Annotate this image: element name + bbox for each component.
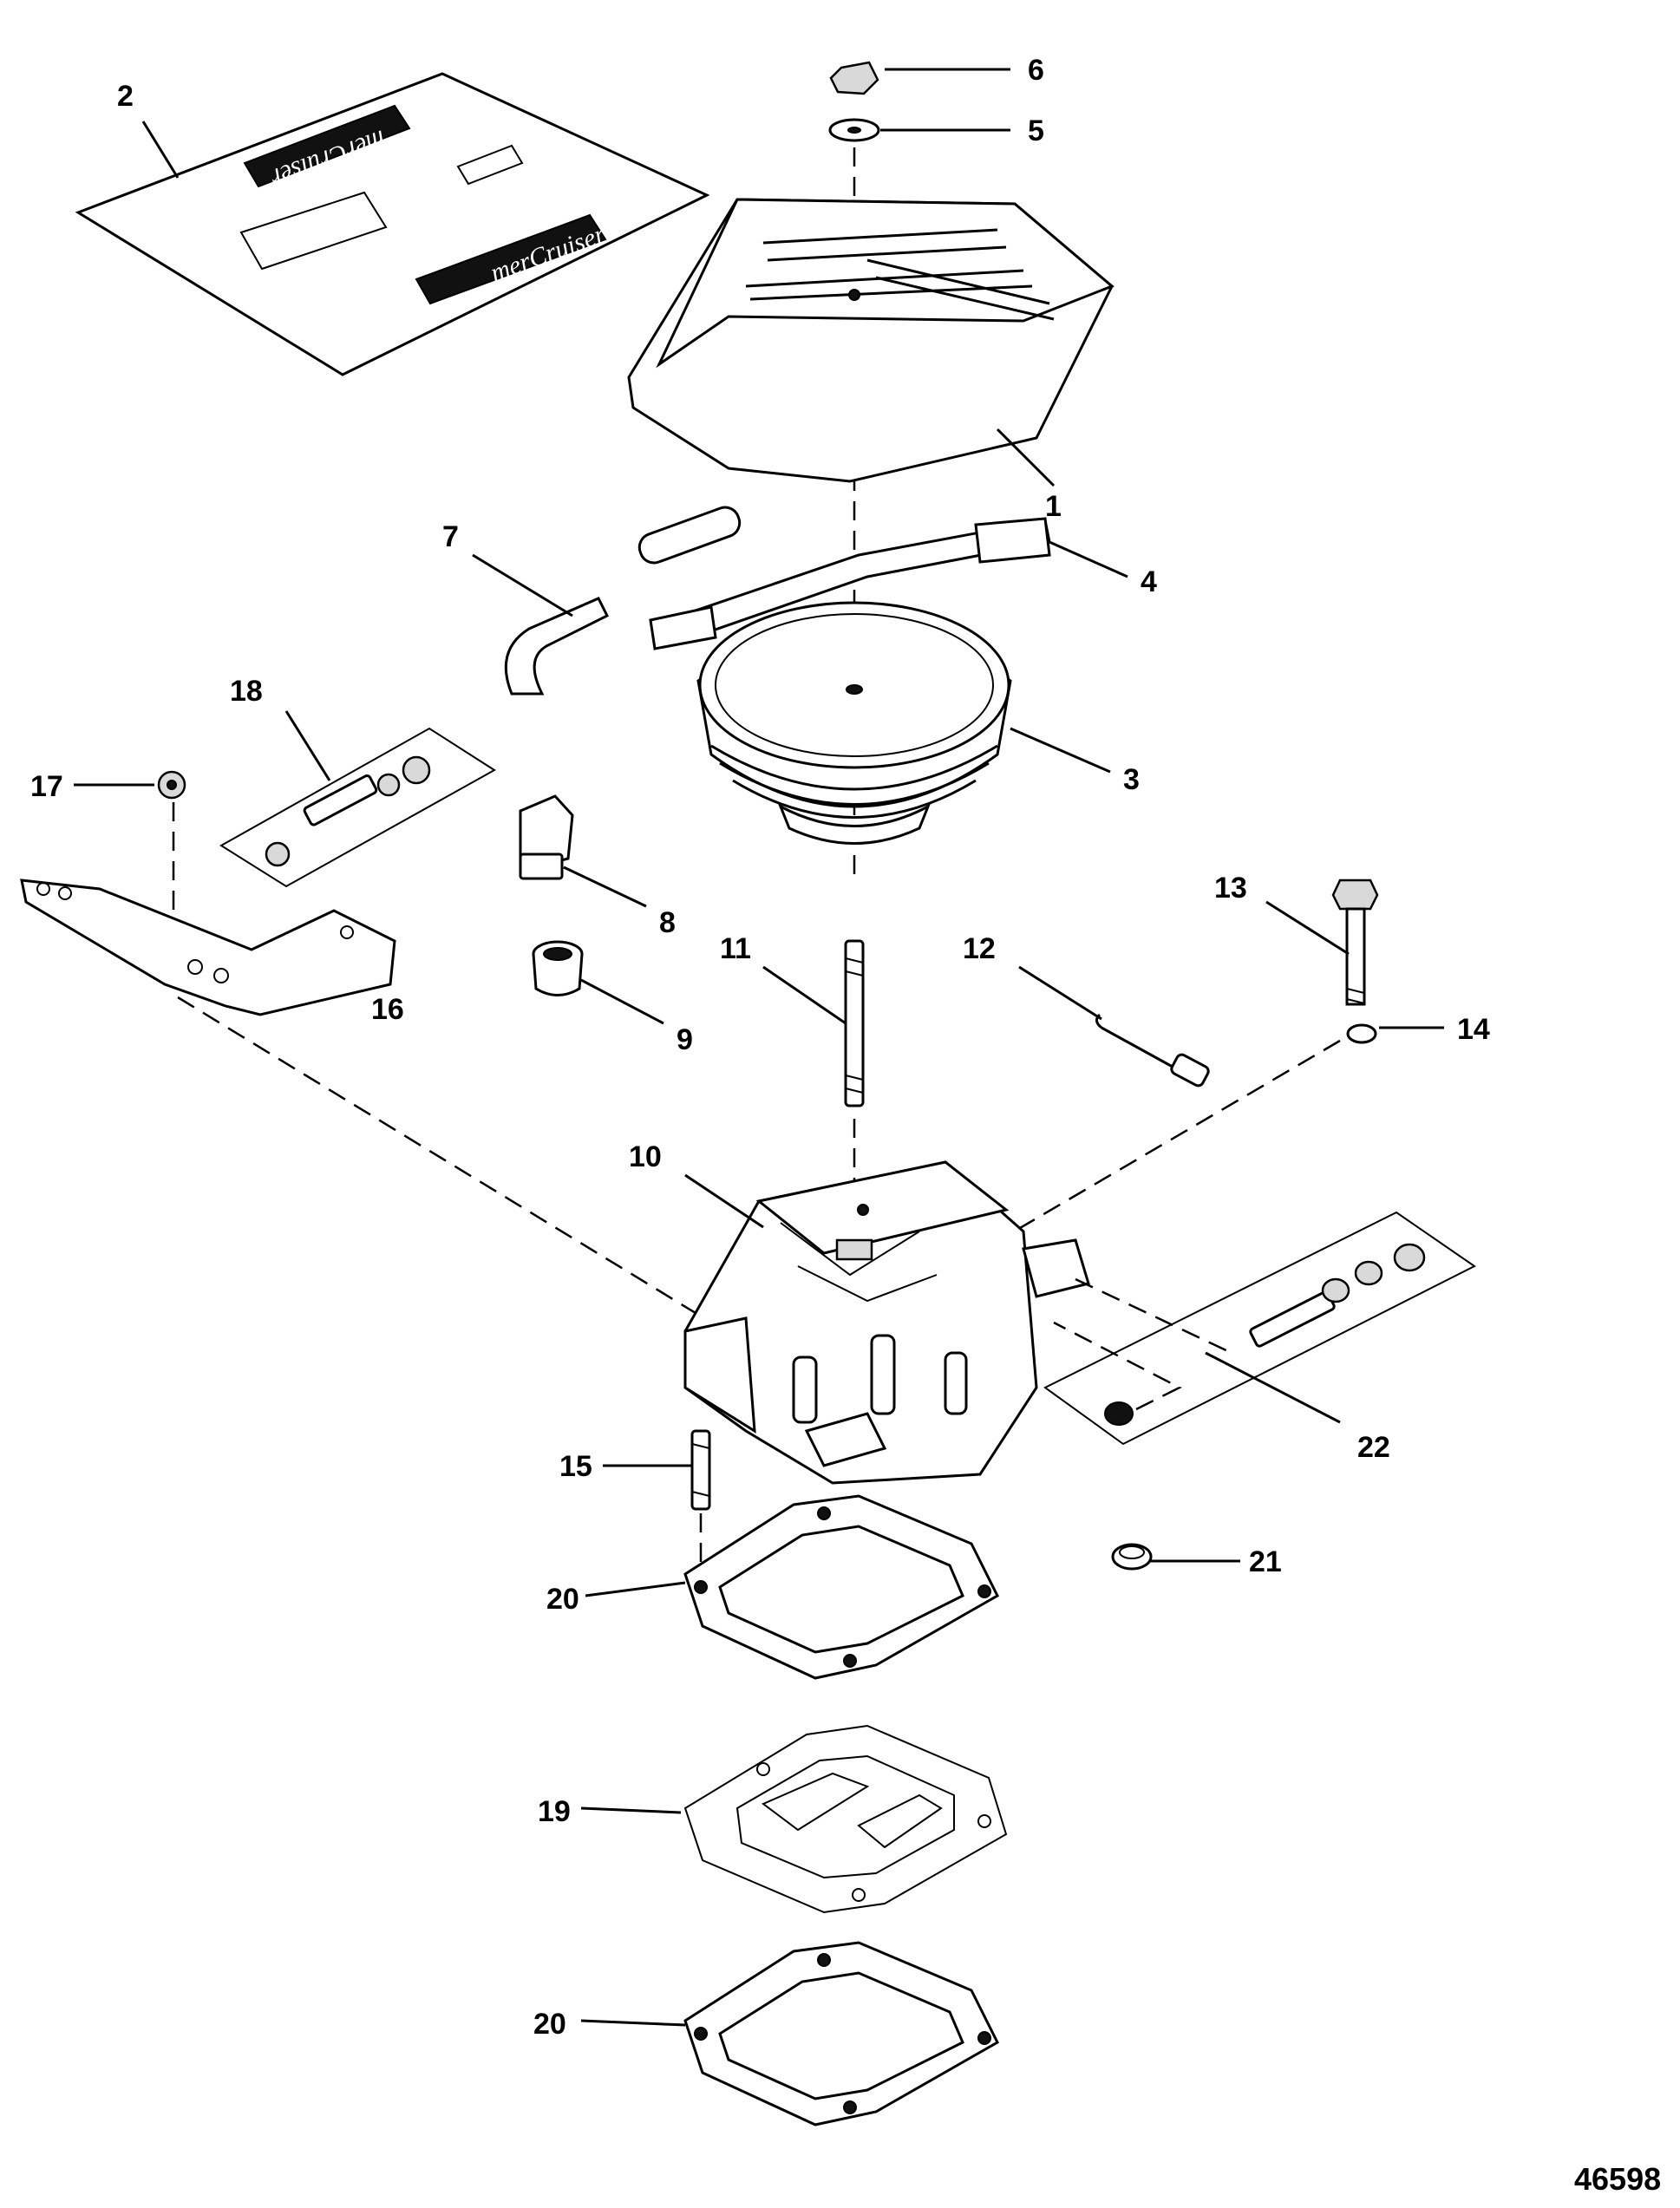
part-5-washer <box>828 118 880 142</box>
part-16-bracket <box>20 879 396 1016</box>
callout-17: 17 <box>30 770 63 803</box>
part-15-stud <box>690 1429 711 1511</box>
callout-21: 21 <box>1249 1545 1282 1578</box>
callout-12: 12 <box>963 932 996 965</box>
part-9-grommet <box>532 940 584 996</box>
figure-id: 46598 <box>1574 2161 1661 2197</box>
leader-lines <box>74 68 1444 2027</box>
part-10-carburetor <box>683 1160 1090 1485</box>
part-17-nut <box>157 770 186 800</box>
callout-18: 18 <box>230 675 263 708</box>
callout-6: 6 <box>1028 54 1044 87</box>
part-18-stud-kit <box>219 727 496 888</box>
part-2-decal-sheet: merCruiser merCruiser <box>75 72 710 376</box>
part-20-gasket-lower <box>683 1941 999 2126</box>
part-4-bracket <box>649 517 1051 650</box>
callout-20-upper: 20 <box>546 1583 579 1616</box>
callout-labels: 6 5 2 1 7 4 3 18 17 8 16 9 11 12 13 14 1… <box>30 54 1490 2041</box>
callout-1: 1 <box>1045 490 1062 523</box>
part-14-washer <box>1346 1023 1377 1044</box>
callout-14: 14 <box>1457 1013 1490 1046</box>
callout-5: 5 <box>1028 114 1044 147</box>
callout-15: 15 <box>559 1450 592 1483</box>
callout-4: 4 <box>1141 565 1157 598</box>
part-1-cover <box>627 198 1115 483</box>
part-8-fitting <box>519 794 574 880</box>
callout-13: 13 <box>1214 872 1247 905</box>
callout-2: 2 <box>117 80 134 113</box>
part-12-rod <box>1095 1013 1210 1088</box>
part-3-arrestor <box>696 601 1012 845</box>
axis-line-22 <box>1075 1277 1232 1355</box>
callout-16: 16 <box>371 993 404 1026</box>
callout-3: 3 <box>1123 763 1140 796</box>
callout-7: 7 <box>442 520 459 553</box>
part-13-bolt <box>1331 879 1379 1006</box>
part-7-hose <box>504 506 742 696</box>
axis-line-16 <box>177 996 712 1324</box>
part-22-stud-kit <box>1043 1211 1476 1446</box>
part-11-stud <box>844 939 865 1107</box>
part-19-spacer <box>683 1724 1008 1914</box>
callout-19: 19 <box>538 1795 571 1828</box>
part-21-plug <box>1111 1543 1153 1571</box>
axis-line-14 <box>984 1039 1341 1251</box>
callout-20-lower: 20 <box>533 2008 566 2041</box>
part-20-gasket-upper <box>683 1494 999 1680</box>
part-6-nut <box>829 61 879 95</box>
callout-22: 22 <box>1357 1431 1390 1464</box>
callout-11: 11 <box>720 932 751 965</box>
callout-10: 10 <box>629 1140 662 1173</box>
axis-line-22b <box>1053 1321 1182 1411</box>
callout-9: 9 <box>677 1023 693 1056</box>
callout-8: 8 <box>659 906 676 939</box>
